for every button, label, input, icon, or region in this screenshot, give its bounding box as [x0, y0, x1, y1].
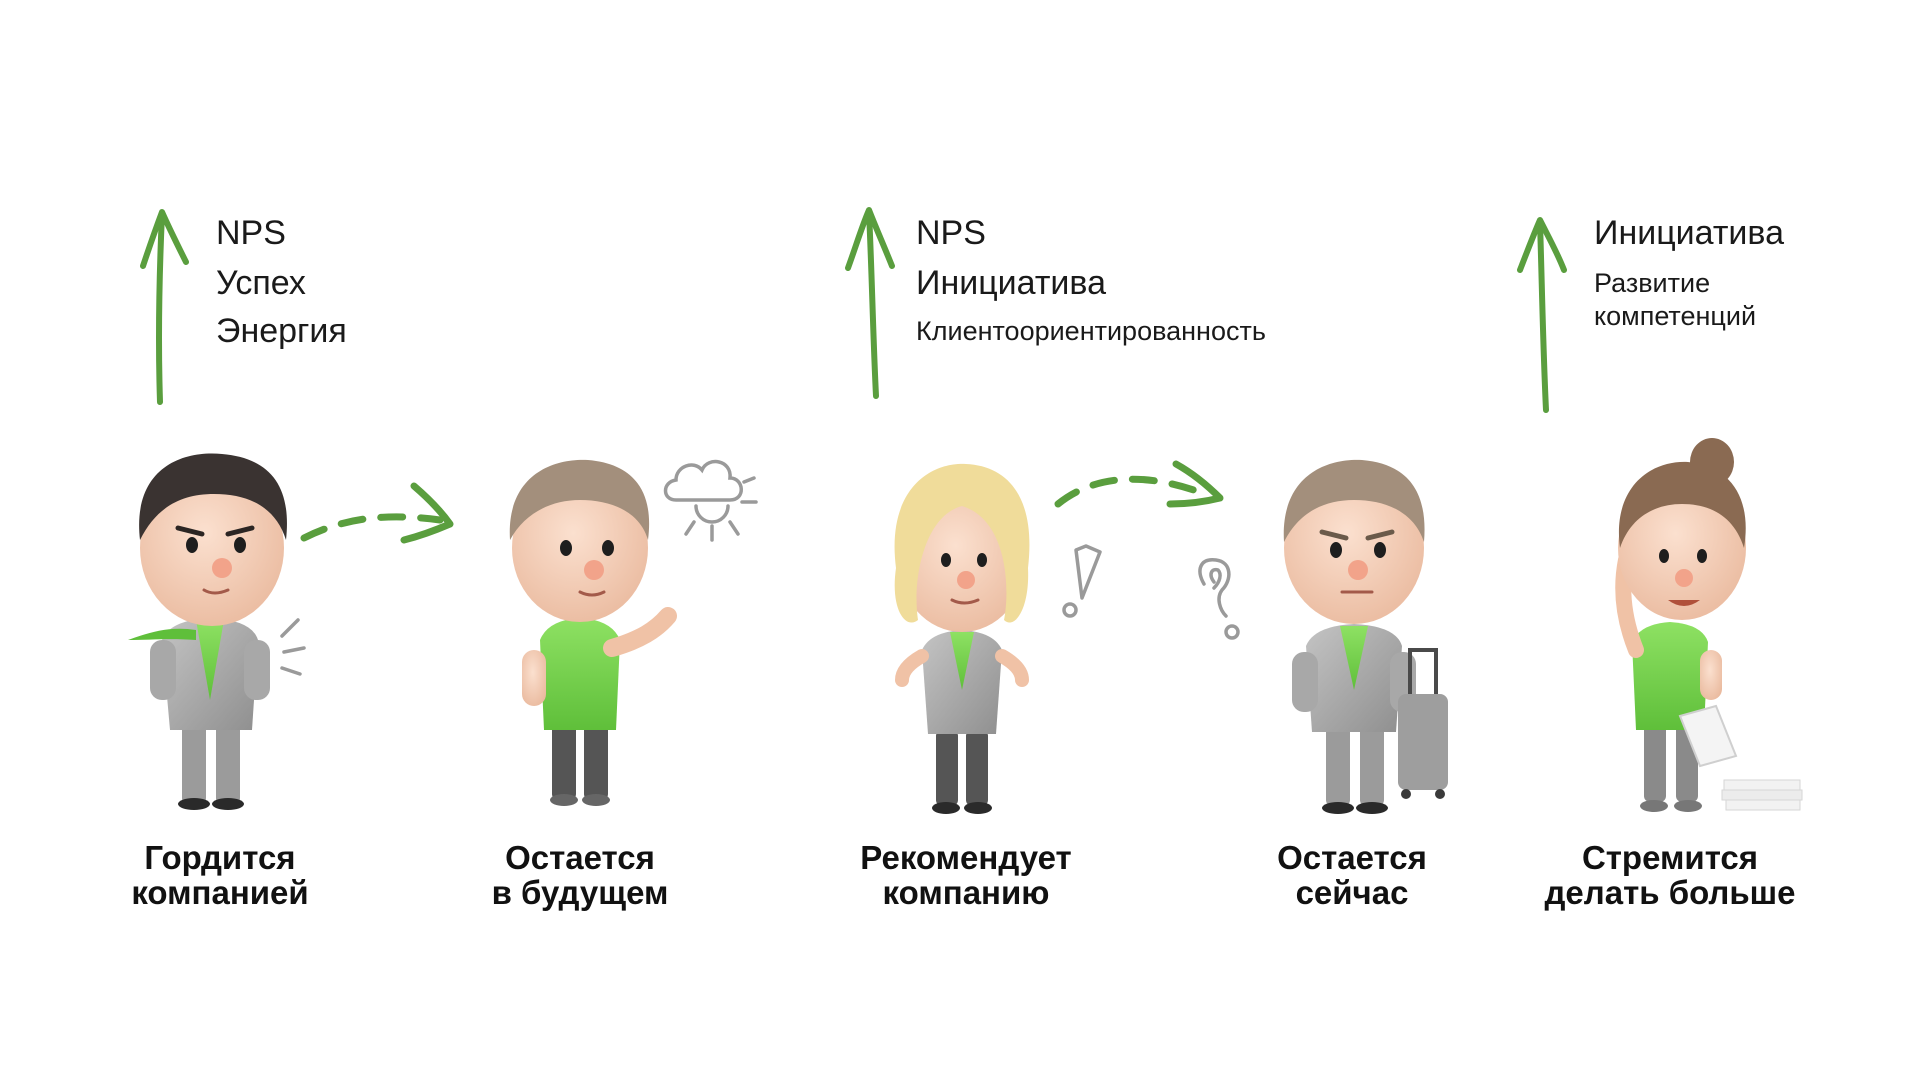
caption-line: Остается	[505, 839, 655, 876]
character-caption: Остается в будущем	[400, 840, 760, 910]
character-caption: Гордится компанией	[40, 840, 400, 910]
caption-line: Гордится	[144, 839, 296, 876]
character-caption: Рекомендует компанию	[786, 840, 1146, 910]
question-icon	[1198, 558, 1240, 640]
character-caption: Стремится делать больше	[1490, 840, 1850, 910]
dashed-arrow-icon	[300, 482, 454, 544]
caption-line: компанию	[882, 874, 1050, 911]
caption-line: сейчас	[1295, 874, 1409, 911]
caption-line: Стремится	[1581, 839, 1759, 876]
up-arrow-icon	[140, 209, 189, 405]
up-arrow-icon	[1517, 217, 1567, 413]
paper-stack-icon	[1721, 779, 1803, 811]
character-proud	[128, 453, 287, 810]
dashed-arrow-icon	[1054, 460, 1224, 508]
character-stays-future	[509, 459, 677, 806]
caption-line: компанией	[131, 874, 309, 911]
exclamation-icon	[1062, 544, 1102, 618]
suitcase-icon	[1398, 648, 1448, 799]
character-strives	[1615, 438, 1803, 812]
caption-line: делать больше	[1544, 874, 1796, 911]
up-arrow-icon	[845, 207, 895, 399]
sparkle-lines-icon	[280, 618, 306, 676]
caption-line: в будущем	[491, 874, 669, 911]
character-recommends	[894, 463, 1030, 814]
weather-cloud-sun-icon	[663, 459, 758, 542]
character-stays-now	[1283, 459, 1448, 814]
caption-line: Рекомендует	[860, 839, 1072, 876]
caption-line: Остается	[1277, 839, 1427, 876]
character-caption: Остается сейчас	[1172, 840, 1532, 910]
